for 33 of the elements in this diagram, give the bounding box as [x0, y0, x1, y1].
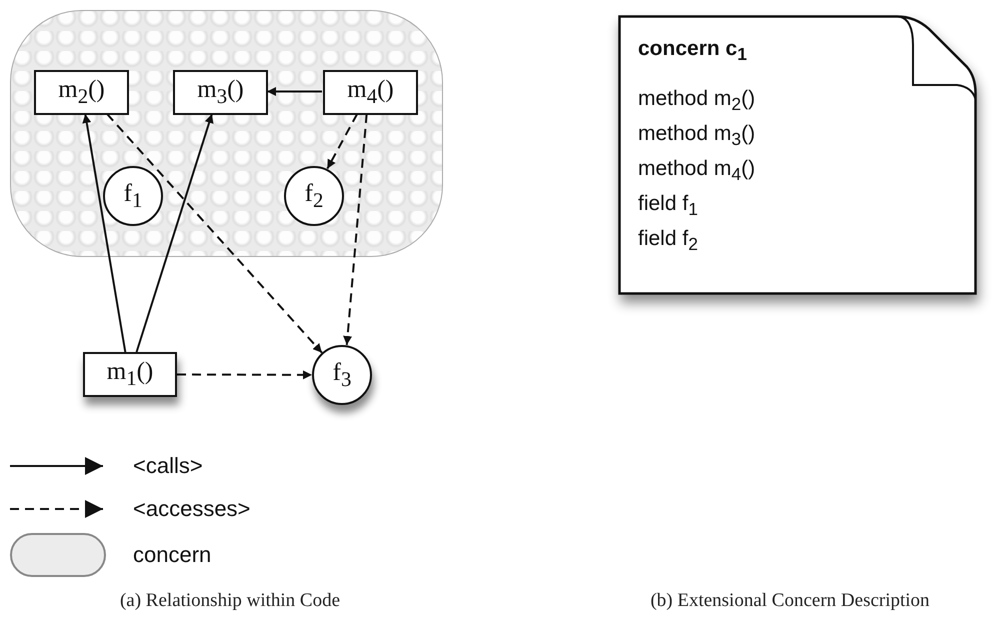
field-circle [103, 166, 163, 226]
field-circle [312, 345, 372, 405]
field-label: f$_{3}$ [332, 358, 352, 392]
member-entry: method m$_{3}$() [638, 122, 756, 150]
arrow [326, 114, 358, 170]
document-heading: concern c$_{1}$ [638, 37, 747, 66]
arrow [267, 87, 322, 96]
method-label: m$_{1}$() [106, 358, 154, 391]
member-entry: field f$_{2}$ [638, 227, 698, 256]
legend-label: <accesses> [133, 496, 250, 522]
method-label: m$_{3}$() [197, 76, 244, 109]
arrow [106, 113, 323, 354]
member-entry: method m$_{4}$() [638, 157, 756, 186]
field-label: f$_{2}$ [304, 180, 324, 212]
legend-label: concern [133, 542, 212, 568]
method-box [83, 352, 177, 397]
concern-region [10, 10, 443, 257]
method-label: m$_{2}$() [58, 76, 105, 109]
arrow [136, 114, 214, 352]
method-label: m$_{4}$() [347, 76, 394, 109]
member-entry: method m$_{2}$() [638, 87, 756, 116]
field-circle [284, 166, 344, 226]
arrow [177, 370, 312, 380]
arrow [343, 114, 368, 346]
figure-caption: (a) Relationship within Code [120, 590, 340, 612]
method-box [323, 70, 418, 115]
member-entry: field f$_{1}$ [638, 192, 698, 220]
figure-caption: (b) Extensional Concern Description [650, 590, 930, 612]
method-box [173, 70, 268, 115]
field-label: f$_{1}$ [124, 180, 142, 212]
method-box [34, 70, 129, 115]
arrow [82, 114, 126, 352]
legend-label: <calls> [133, 453, 203, 479]
